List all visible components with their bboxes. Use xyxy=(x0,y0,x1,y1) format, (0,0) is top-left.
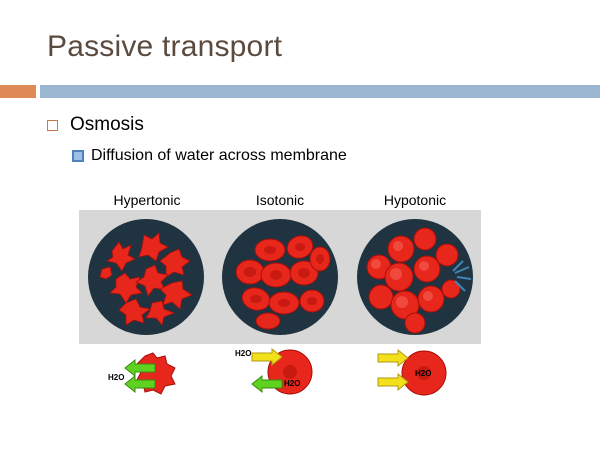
water-label: H2O xyxy=(108,373,124,382)
bullet-level2-text: Diffusion of water across membrane xyxy=(91,147,347,164)
filled-square-bullet-icon xyxy=(72,150,84,162)
bullet-level1-text: Osmosis xyxy=(70,114,144,135)
accent-bar-blue xyxy=(40,85,600,98)
hollow-square-bullet-icon xyxy=(47,119,58,131)
bullet-level1: Osmosis xyxy=(47,114,144,136)
label-hypotonic: Hypotonic xyxy=(383,192,447,208)
water-label-hypotonic: H2O xyxy=(415,369,431,378)
label-hypertonic: Hypertonic xyxy=(113,192,181,208)
water-label-in: H2O xyxy=(235,349,251,358)
isotonic-dish-illustration xyxy=(222,219,338,335)
hypotonic-cell-schematic: H2O xyxy=(377,348,447,396)
water-label-out: H2O xyxy=(284,379,300,388)
hypertonic-dish-illustration xyxy=(88,219,204,335)
hypotonic-dish-illustration xyxy=(357,219,473,335)
isotonic-cell-schematic: H2O H2O xyxy=(235,347,313,395)
label-isotonic: Isotonic xyxy=(255,192,305,208)
bullet-level2: Diffusion of water across membrane xyxy=(72,147,347,165)
hypertonic-cell-schematic: H2O xyxy=(108,352,176,395)
accent-bar-orange xyxy=(0,85,36,98)
slide-title: Passive transport xyxy=(47,30,283,63)
